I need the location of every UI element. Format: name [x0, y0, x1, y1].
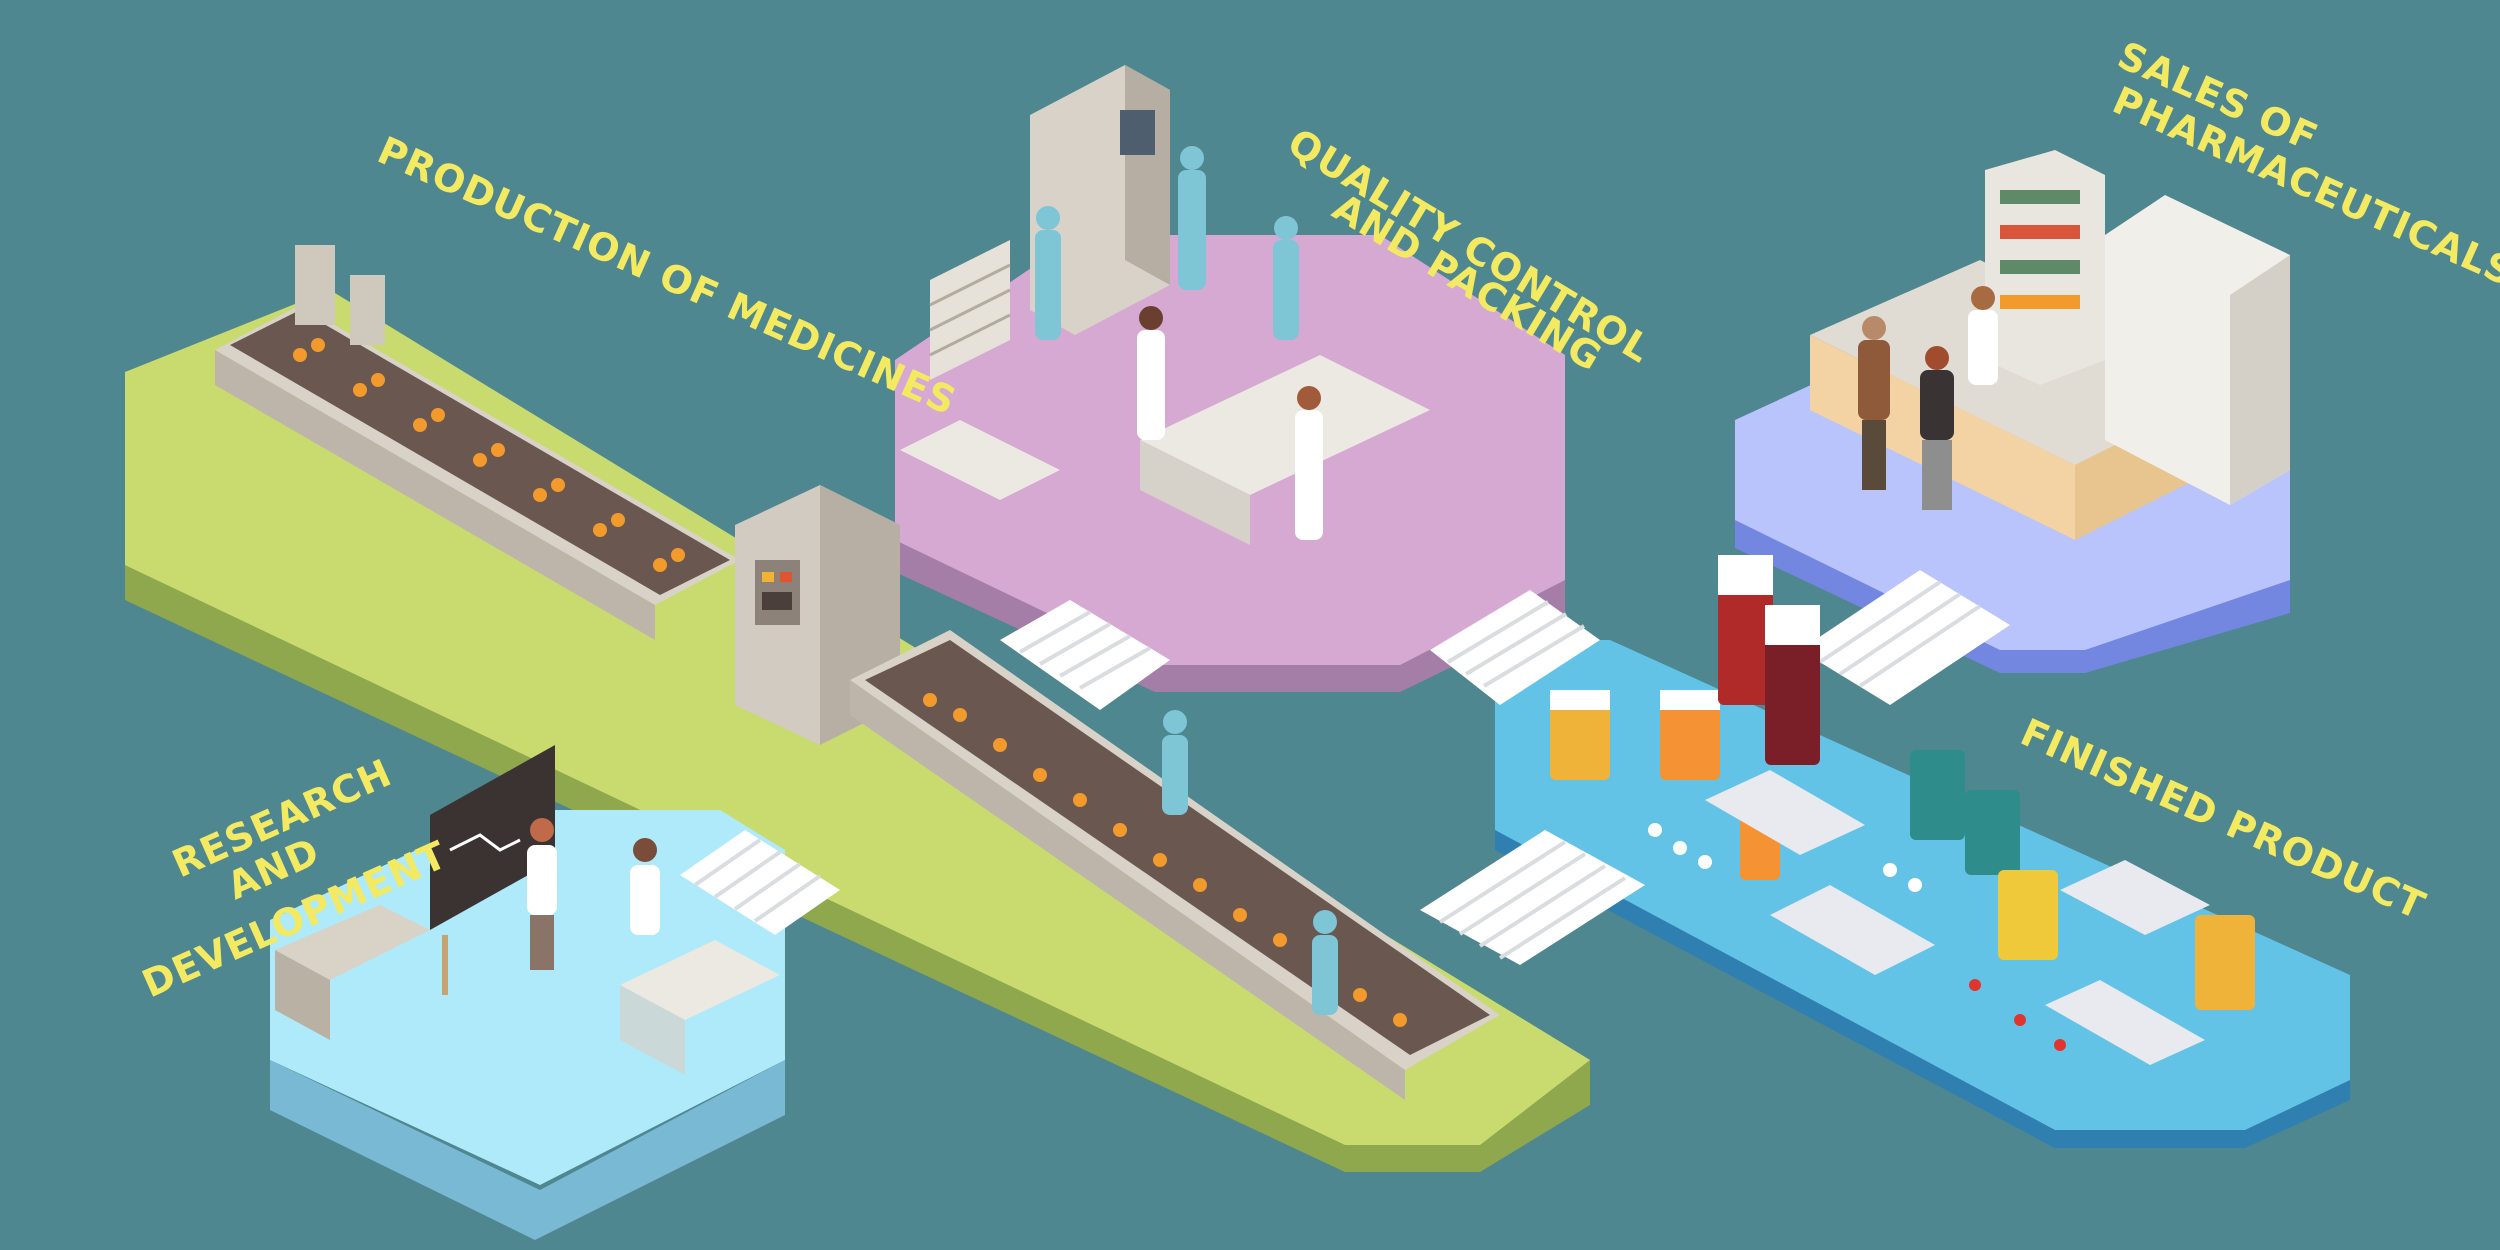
research-desk: [275, 905, 430, 1040]
quality-side-table: [900, 420, 1060, 500]
sales-people: [1858, 286, 1998, 510]
worker-production-1: [1162, 710, 1188, 815]
bottles-upper: [293, 338, 685, 572]
chalkboard: [430, 745, 555, 995]
worker-production-2: [1312, 910, 1338, 1015]
medicine-bottles: [1550, 555, 2255, 1010]
bottles-lower: [923, 693, 1407, 1027]
pharmacy-cabinet: [2105, 195, 2290, 505]
quality-shelf: [929, 240, 1011, 380]
stairs-research-production: [680, 830, 840, 935]
researcher-2: [630, 838, 660, 935]
research-table: [620, 940, 780, 1075]
pills: [1648, 823, 2066, 1051]
stairs-production-quality: [1000, 600, 1170, 710]
blister-packs: [1705, 770, 2210, 1065]
stairs-finished-sales: [1800, 570, 2010, 705]
stairs-quality-finished: [1430, 590, 1600, 705]
stairs-production-finished: [1420, 830, 1645, 965]
quality-table: [1140, 355, 1430, 545]
quality-workers: [1035, 146, 1323, 540]
pharmacy-shelves: [1985, 150, 2105, 385]
researcher-1: [527, 818, 557, 970]
quality-machine: [1030, 65, 1170, 335]
filling-machine-top: [295, 245, 385, 345]
